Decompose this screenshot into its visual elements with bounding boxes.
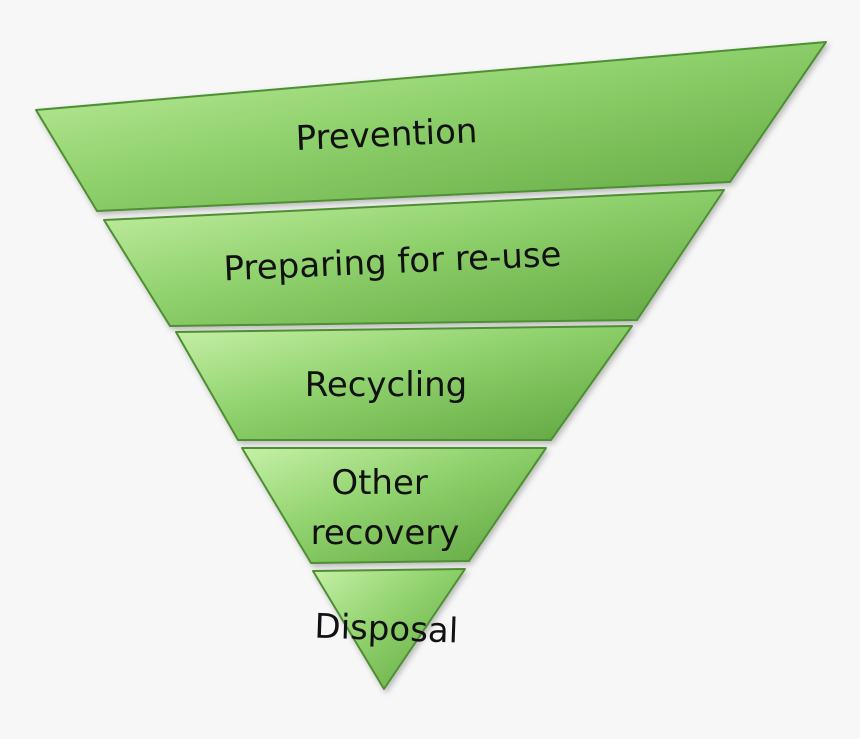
tier-other-recovery-label: Other recovery — [311, 463, 460, 553]
tier-disposal-shape — [312, 568, 466, 690]
tier-prevention-shape — [35, 41, 827, 212]
tier-other-recovery-shape — [241, 447, 547, 564]
tier-recycling-shape — [175, 325, 633, 441]
tier-preparing-for-reuse-shape — [103, 189, 725, 327]
tier-disposal-label: Disposal — [314, 607, 459, 652]
tier-recycling-label: Recycling — [305, 365, 468, 405]
tier-prevention-label: Prevention — [295, 111, 478, 159]
